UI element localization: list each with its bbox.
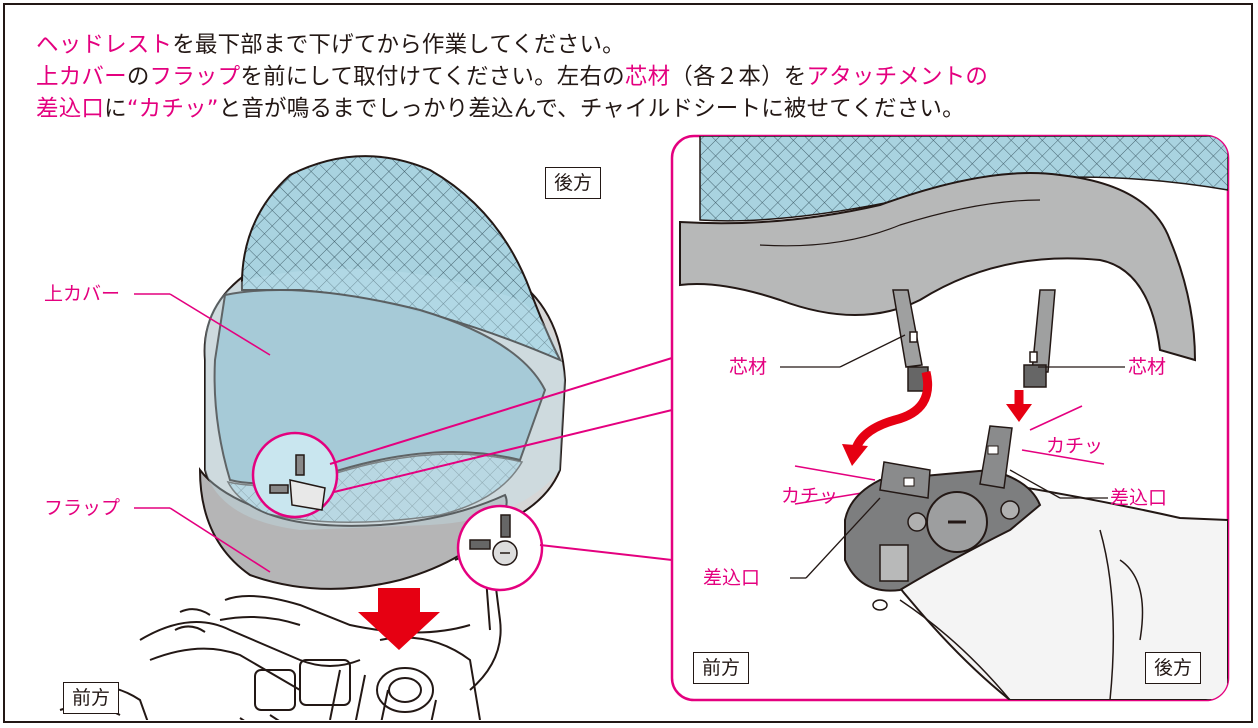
instruction-segment: と音が鳴るまでしっかり差込んで、チャイルドシートに被せてください。 [218,96,965,122]
label-click-left: カチッ [781,485,839,507]
instruction-segment: フラップ [149,64,241,90]
instruction-line-1: ヘッドレストを最下部まで下げてから作業してください。 [36,30,625,60]
instruction-segment: ヘッドレスト [36,32,173,58]
label-slot-right: 差込口 [1110,487,1168,509]
label-rear-main: 後方 [545,167,602,199]
instruction-line-3: 差込口に“カチッ”と音が鳴るまでしっかり差込んで、チャイルドシートに被せてくださ… [36,94,965,124]
label-flap: フラップ [44,497,121,519]
instruction-segment: を最下部まで下げてから作業してください。 [172,32,625,58]
instruction-line-2: 上カバーのフラップを前にして取付けてください。左右の芯材（各２本）をアタッチメン… [36,62,988,92]
label-rear-detail: 後方 [1145,652,1202,684]
label-core-right: 芯材 [1128,356,1167,378]
instruction-segment: （各２本）を [670,64,807,90]
instruction-segment: 芯材 [624,64,671,90]
label-front-detail: 前方 [693,652,750,684]
label-click-right: カチッ [1046,435,1104,457]
instruction-segment: の [126,64,150,90]
label-core-left: 芯材 [729,356,768,378]
label-front-main: 前方 [63,682,120,714]
instruction-segment: 差込口 [36,96,105,122]
instruction-segment: “カチッ” [126,96,219,122]
instruction-segment: を前にして取付けてください。左右の [240,64,625,90]
instruction-segment: 上カバー [36,64,127,90]
label-slot-left: 差込口 [703,567,761,589]
instruction-segment: に [104,96,127,122]
callout-lines [329,357,673,561]
instruction-segment: アタッチメントの [806,64,989,90]
diagram-frame [3,3,1253,723]
main-seat-illustration [59,155,567,720]
label-upper-cover: 上カバー [44,283,121,305]
detail-illustration [679,136,1228,700]
